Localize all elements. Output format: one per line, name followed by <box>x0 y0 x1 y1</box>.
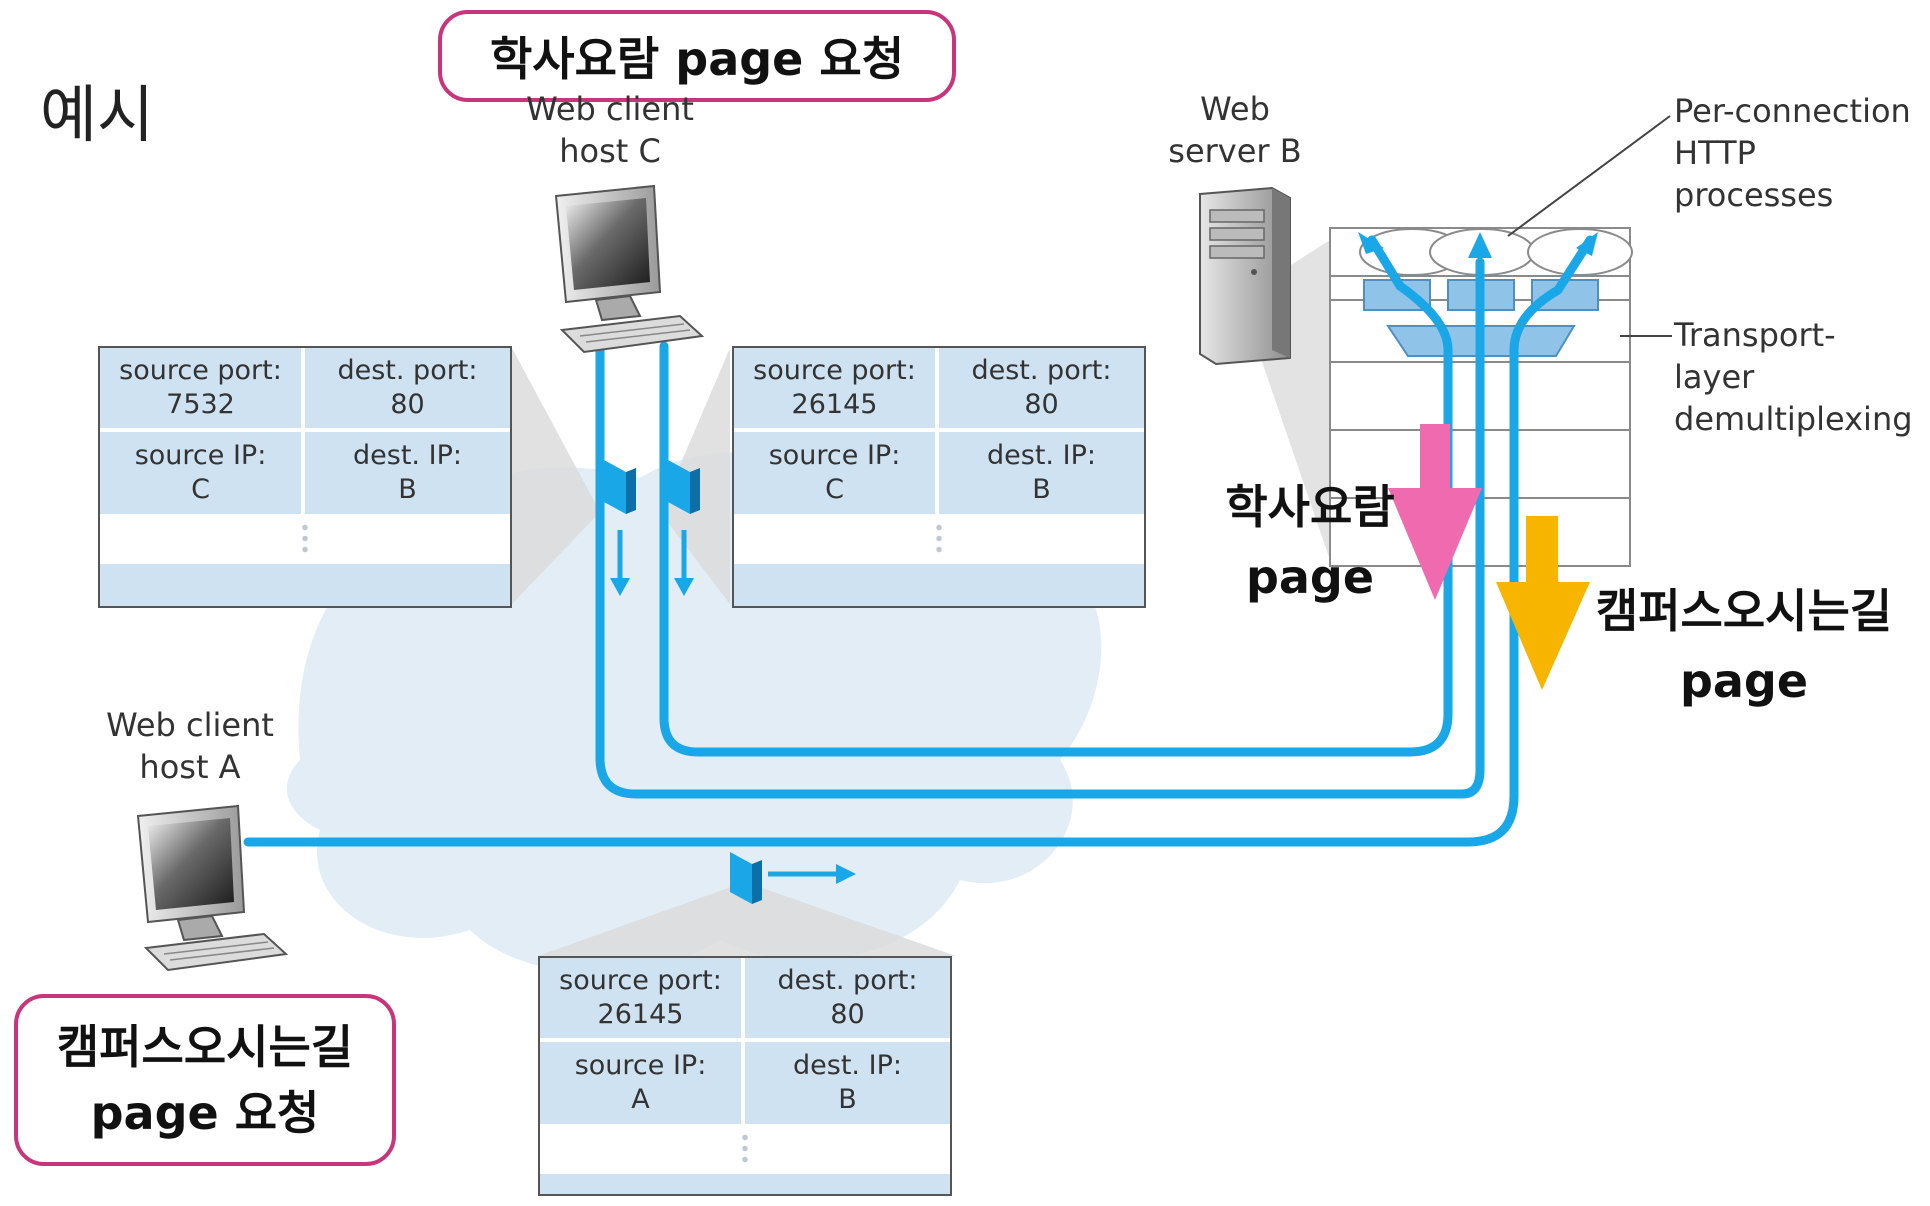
segment-c-right-footer <box>734 564 1144 606</box>
pink-response-line2: page <box>1245 550 1375 604</box>
per-connection-line2: HTTP <box>1674 134 1756 172</box>
segment-a-source-port: source port: 26145 <box>540 958 745 1042</box>
segment-c-left-source-port-label: source port: <box>119 355 282 386</box>
host-a-label-line1: Web client <box>106 706 274 744</box>
example-label: 예시 <box>40 78 155 151</box>
segment-c-left-source-ip-value: C <box>191 474 210 505</box>
server-b-label-line2: server B <box>1168 132 1302 170</box>
segment-a-source-ip-label: source IP: <box>574 1050 707 1081</box>
yellow-response-label: 캠퍼스오시는길 page <box>1574 576 1914 716</box>
segment-c-left-dest-ip-label: dest. IP: <box>353 440 462 471</box>
segment-c-left-source-ip-label: source IP: <box>134 440 267 471</box>
arrowhead-process-2 <box>1468 232 1492 258</box>
server-b-label-line1: Web <box>1200 90 1270 128</box>
packet-c-right <box>668 460 700 596</box>
segment-c-left-source-port: source port: 7532 <box>100 348 305 432</box>
segment-c-right-dest-ip: dest. IP: B <box>939 432 1144 518</box>
segment-c-right-dest-ip-value: B <box>1032 474 1051 505</box>
transport-line2: layer <box>1674 358 1755 396</box>
segment-c-right-dest-port-value: 80 <box>1024 389 1059 420</box>
segment-a-source-ip-value: A <box>631 1084 650 1115</box>
server-b-label: Web server B <box>1150 88 1320 172</box>
host-c-label-line1: Web client <box>526 90 694 128</box>
segment-a-dest-port-label: dest. port: <box>777 965 918 996</box>
segment-c-right-payload <box>734 518 1144 564</box>
per-connection-label: Per-connection HTTP processes <box>1674 90 1911 216</box>
request-bubble-top: 학사요람 page 요청 <box>438 10 956 102</box>
host-a-label: Web client host A <box>80 704 300 788</box>
segment-a-source-port-label: source port: <box>559 965 722 996</box>
request-bubble-bottom-line1: 캠퍼스오시는길 <box>56 1020 354 1074</box>
segment-c-right-source-ip: source IP: C <box>734 432 939 518</box>
segment-a-bottom: source port: 26145 dest. port: 80 source… <box>538 956 952 1196</box>
packet-c-left <box>604 460 636 596</box>
segment-c-right-source-port-value: 26145 <box>791 389 878 420</box>
host-c-label-line2: host C <box>559 132 661 170</box>
yellow-response-arrow <box>1496 516 1590 690</box>
flow-c-26145 <box>659 235 1453 757</box>
request-bubble-top-text: 학사요람 page 요청 <box>489 32 905 86</box>
segment-c-right-source-ip-value: C <box>825 474 844 505</box>
segment-a-payload <box>540 1128 950 1174</box>
arrowhead-process-1 <box>1358 232 1384 254</box>
segment-c-right-source-ip-label: source IP: <box>768 440 901 471</box>
segment-a-dest-ip: dest. IP: B <box>745 1042 950 1128</box>
segment-a-dest-port: dest. port: 80 <box>745 958 950 1042</box>
server-stack <box>1329 227 1633 567</box>
segment-c-left-dest-port-label: dest. port: <box>337 355 478 386</box>
ellipsis-dots-icon <box>742 1132 748 1166</box>
segment-a-dest-ip-label: dest. IP: <box>793 1050 902 1081</box>
segment-c-left-source-ip: source IP: C <box>100 432 305 518</box>
pink-response-arrow <box>1388 424 1482 600</box>
computer-host-c-icon <box>554 184 705 354</box>
ellipsis-dots-icon <box>936 522 942 556</box>
pink-response-line1: 학사요람 <box>1225 480 1395 534</box>
yellow-response-line2: page <box>1679 654 1809 708</box>
segment-c-right-dest-port: dest. port: 80 <box>939 348 1144 432</box>
segment-c-left-dest-port: dest. port: 80 <box>305 348 510 432</box>
transport-line3: demultiplexing <box>1674 400 1913 438</box>
yellow-response-line1: 캠퍼스오시는길 <box>1595 584 1893 638</box>
per-connection-line1: Per-connection <box>1674 92 1911 130</box>
packet-a <box>730 852 856 904</box>
request-bubble-bottom: 캠퍼스오시는길 page 요청 <box>14 994 396 1166</box>
flow-a-26145 <box>243 235 1595 847</box>
server-b-icon <box>1199 186 1291 366</box>
transport-line1: Transport- <box>1674 316 1836 354</box>
funnel-a-bottom <box>538 882 956 956</box>
segment-c-left-dest-ip: dest. IP: B <box>305 432 510 518</box>
segment-c-right-dest-port-label: dest. port: <box>971 355 1112 386</box>
per-connection-leader <box>1507 115 1671 237</box>
segment-a-dest-port-value: 80 <box>830 999 865 1030</box>
arrowhead-process-3 <box>1576 232 1598 256</box>
per-connection-line3: processes <box>1674 176 1834 214</box>
segment-c-right-dest-ip-label: dest. IP: <box>987 440 1096 471</box>
segment-c-right-source-port: source port: 26145 <box>734 348 939 432</box>
flow-c-7532 <box>595 257 1485 799</box>
transport-label: Transport- layer demultiplexing <box>1674 314 1913 440</box>
segment-a-footer <box>540 1174 950 1194</box>
segment-c-right: source port: 26145 dest. port: 80 source… <box>732 346 1146 608</box>
segment-c-left-dest-ip-value: B <box>398 474 417 505</box>
segment-c-right-source-port-label: source port: <box>753 355 916 386</box>
segment-c-left-payload <box>100 518 510 564</box>
segment-a-source-ip: source IP: A <box>540 1042 745 1128</box>
segment-c-left-dest-port-value: 80 <box>390 389 425 420</box>
ellipsis-dots-icon <box>302 522 308 556</box>
funnel-c-left <box>512 348 600 604</box>
host-c-label: Web client host C <box>500 88 720 172</box>
segment-c-left-source-port-value: 7532 <box>166 389 235 420</box>
segment-a-dest-ip-value: B <box>838 1084 857 1115</box>
host-a-label-line2: host A <box>139 748 241 786</box>
segment-a-source-port-value: 26145 <box>597 999 684 1030</box>
segment-c-left: source port: 7532 dest. port: 80 source … <box>98 346 512 608</box>
computer-host-a-icon <box>136 804 289 972</box>
segment-c-left-footer <box>100 564 510 606</box>
request-bubble-bottom-line2: page 요청 <box>90 1086 320 1140</box>
pink-response-label: 학사요람 page <box>1200 472 1420 612</box>
